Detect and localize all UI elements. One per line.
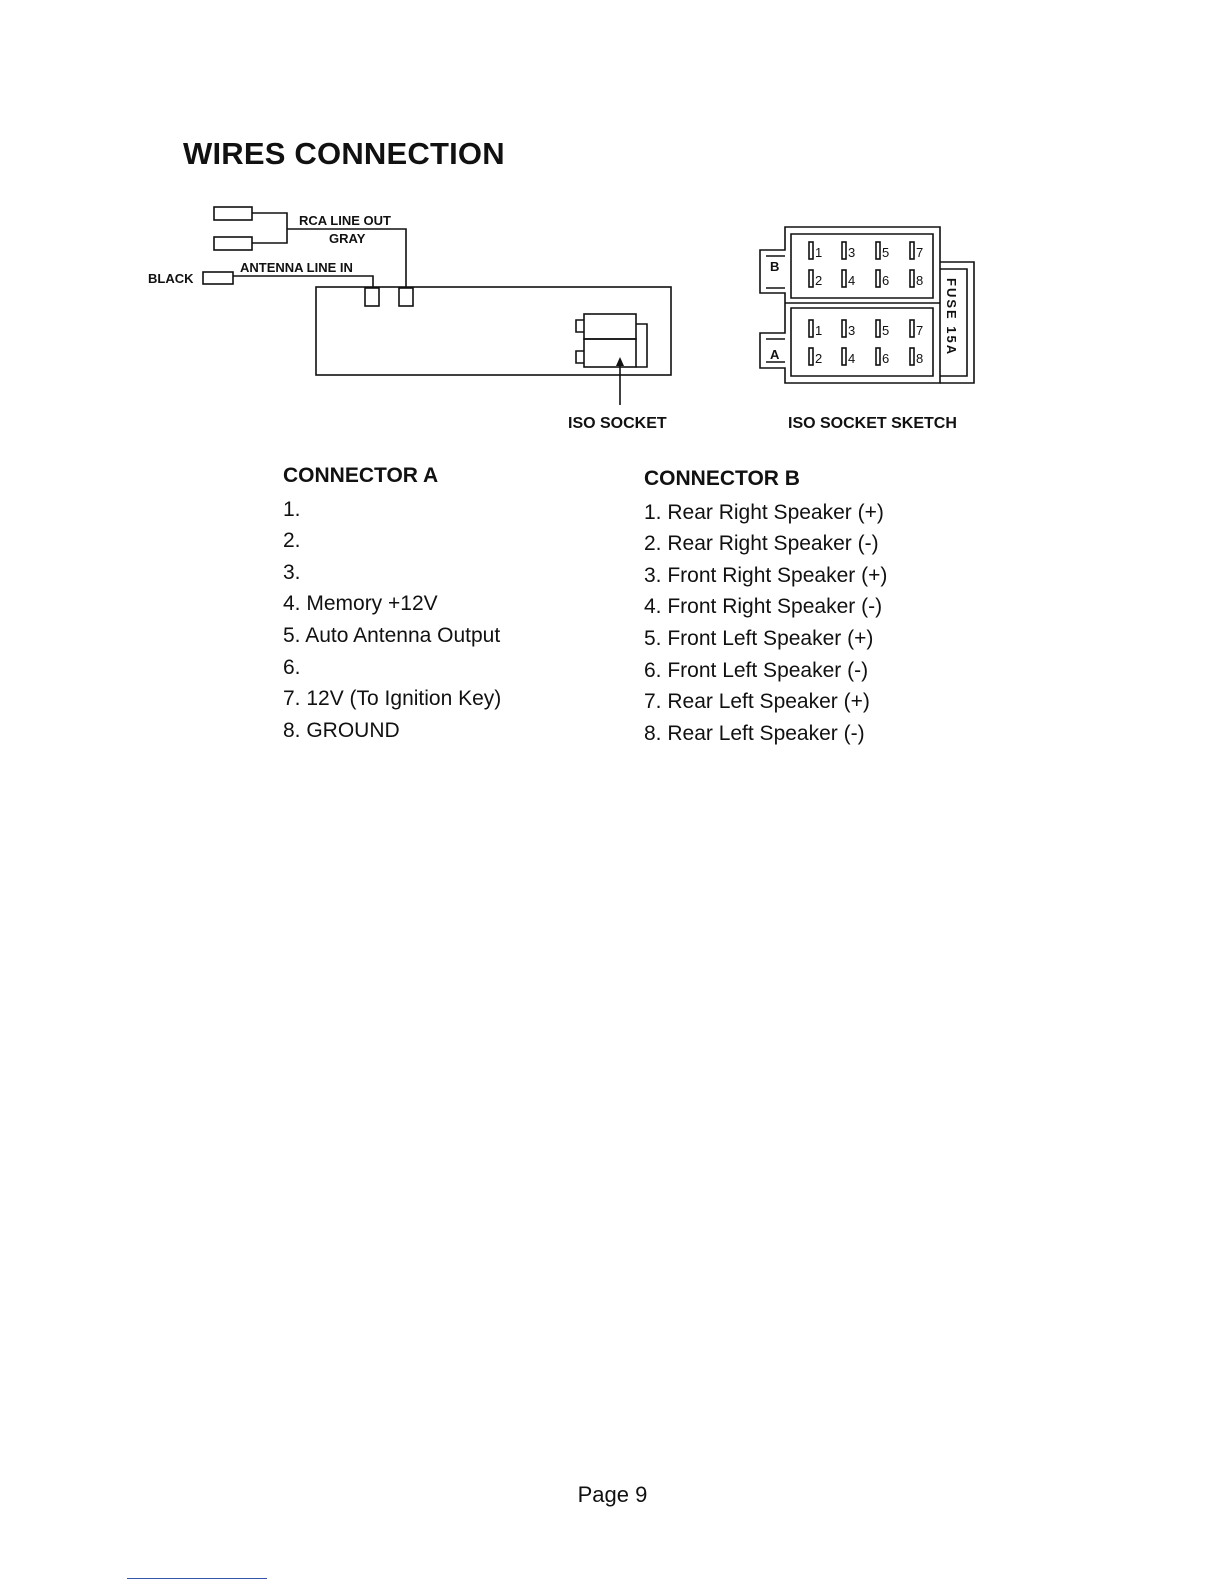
connector-b-list: CONNECTOR B 1. Rear Right Speaker (+) 2.…: [644, 463, 887, 749]
rca-plug-lower: [213, 236, 253, 251]
iso-socket-arrow: [616, 357, 624, 366]
antenna-line-in-label: ANTENNA LINE IN: [240, 260, 353, 275]
rca-line-out-label: RCA LINE OUT: [299, 213, 391, 228]
list-item: 1. Rear Right Speaker (+): [644, 500, 884, 524]
black-label: BLACK: [148, 271, 194, 286]
pin-b5: 5: [882, 245, 889, 260]
gray-label: GRAY: [329, 231, 366, 246]
iso-socket-caption: ISO SOCKET: [568, 415, 667, 432]
list-item: 7. Rear Left Speaker (+): [644, 690, 870, 714]
list-item: 6.: [283, 655, 301, 679]
connector-a-title: CONNECTOR A: [283, 464, 439, 487]
list-item: 2.: [283, 529, 301, 553]
block-a-label: A: [770, 347, 780, 362]
iso-socket-shape: [575, 313, 648, 368]
footer-rule: [127, 1578, 267, 1579]
head-unit-outline: [315, 286, 672, 376]
pins-block-b: [808, 241, 915, 288]
fuse-label: FUSE 15A: [944, 278, 959, 356]
block-b-label: B: [770, 259, 779, 274]
pin-b4: 4: [848, 273, 855, 288]
antenna-plug: [202, 271, 234, 285]
iso-socket-sketch-caption: ISO SOCKET SKETCH: [788, 415, 957, 432]
pin-a7: 7: [916, 323, 923, 338]
list-item: 5. Auto Antenna Output: [283, 623, 501, 647]
list-item: 8. Rear Left Speaker (-): [644, 721, 865, 745]
list-item: 3.: [283, 560, 301, 584]
pins-block-a: [808, 319, 915, 366]
connector-b-title: CONNECTOR B: [644, 467, 800, 490]
rca-wire: [252, 212, 407, 288]
list-item: 3. Front Right Speaker (+): [644, 563, 888, 587]
pin-a1: 1: [815, 323, 822, 338]
iso-socket-sketch: [759, 226, 975, 384]
page-number: Page 9: [577, 1482, 648, 1507]
rca-plug-upper: [213, 206, 253, 221]
pin-a3: 3: [848, 323, 855, 338]
wiring-diagram: RCA LINE OUT GRAY ANTENNA LINE IN BLACK …: [148, 206, 975, 432]
pin-b3: 3: [848, 245, 855, 260]
list-item: 1.: [283, 497, 301, 521]
pin-b1: 1: [815, 245, 822, 260]
page-title: WIRES CONNECTION: [183, 136, 505, 171]
antenna-wire: [233, 275, 374, 288]
pin-b6: 6: [882, 273, 889, 288]
list-item: 6. Front Left Speaker (-): [644, 658, 869, 682]
list-item: 2. Rear Right Speaker (-): [644, 532, 879, 556]
connector-a-list: CONNECTOR A 1. 2. 3. 4. Memory +12V 5. A…: [283, 460, 501, 746]
list-item: 8. GROUND: [283, 718, 400, 742]
list-item: 4. Front Right Speaker (-): [644, 595, 883, 619]
list-item: 5. Front Left Speaker (+): [644, 626, 874, 650]
rca-jack: [398, 287, 414, 307]
list-item: 7. 12V (To Ignition Key): [283, 687, 502, 711]
pin-a8: 8: [916, 351, 923, 366]
pin-b2: 2: [815, 273, 822, 288]
pin-b7: 7: [916, 245, 923, 260]
antenna-jack: [364, 287, 380, 307]
pin-a6: 6: [882, 351, 889, 366]
list-item: 4. Memory +12V: [283, 592, 438, 616]
pin-b8: 8: [916, 273, 923, 288]
pin-a5: 5: [882, 323, 889, 338]
pin-a4: 4: [848, 351, 855, 366]
pin-a2: 2: [815, 351, 822, 366]
